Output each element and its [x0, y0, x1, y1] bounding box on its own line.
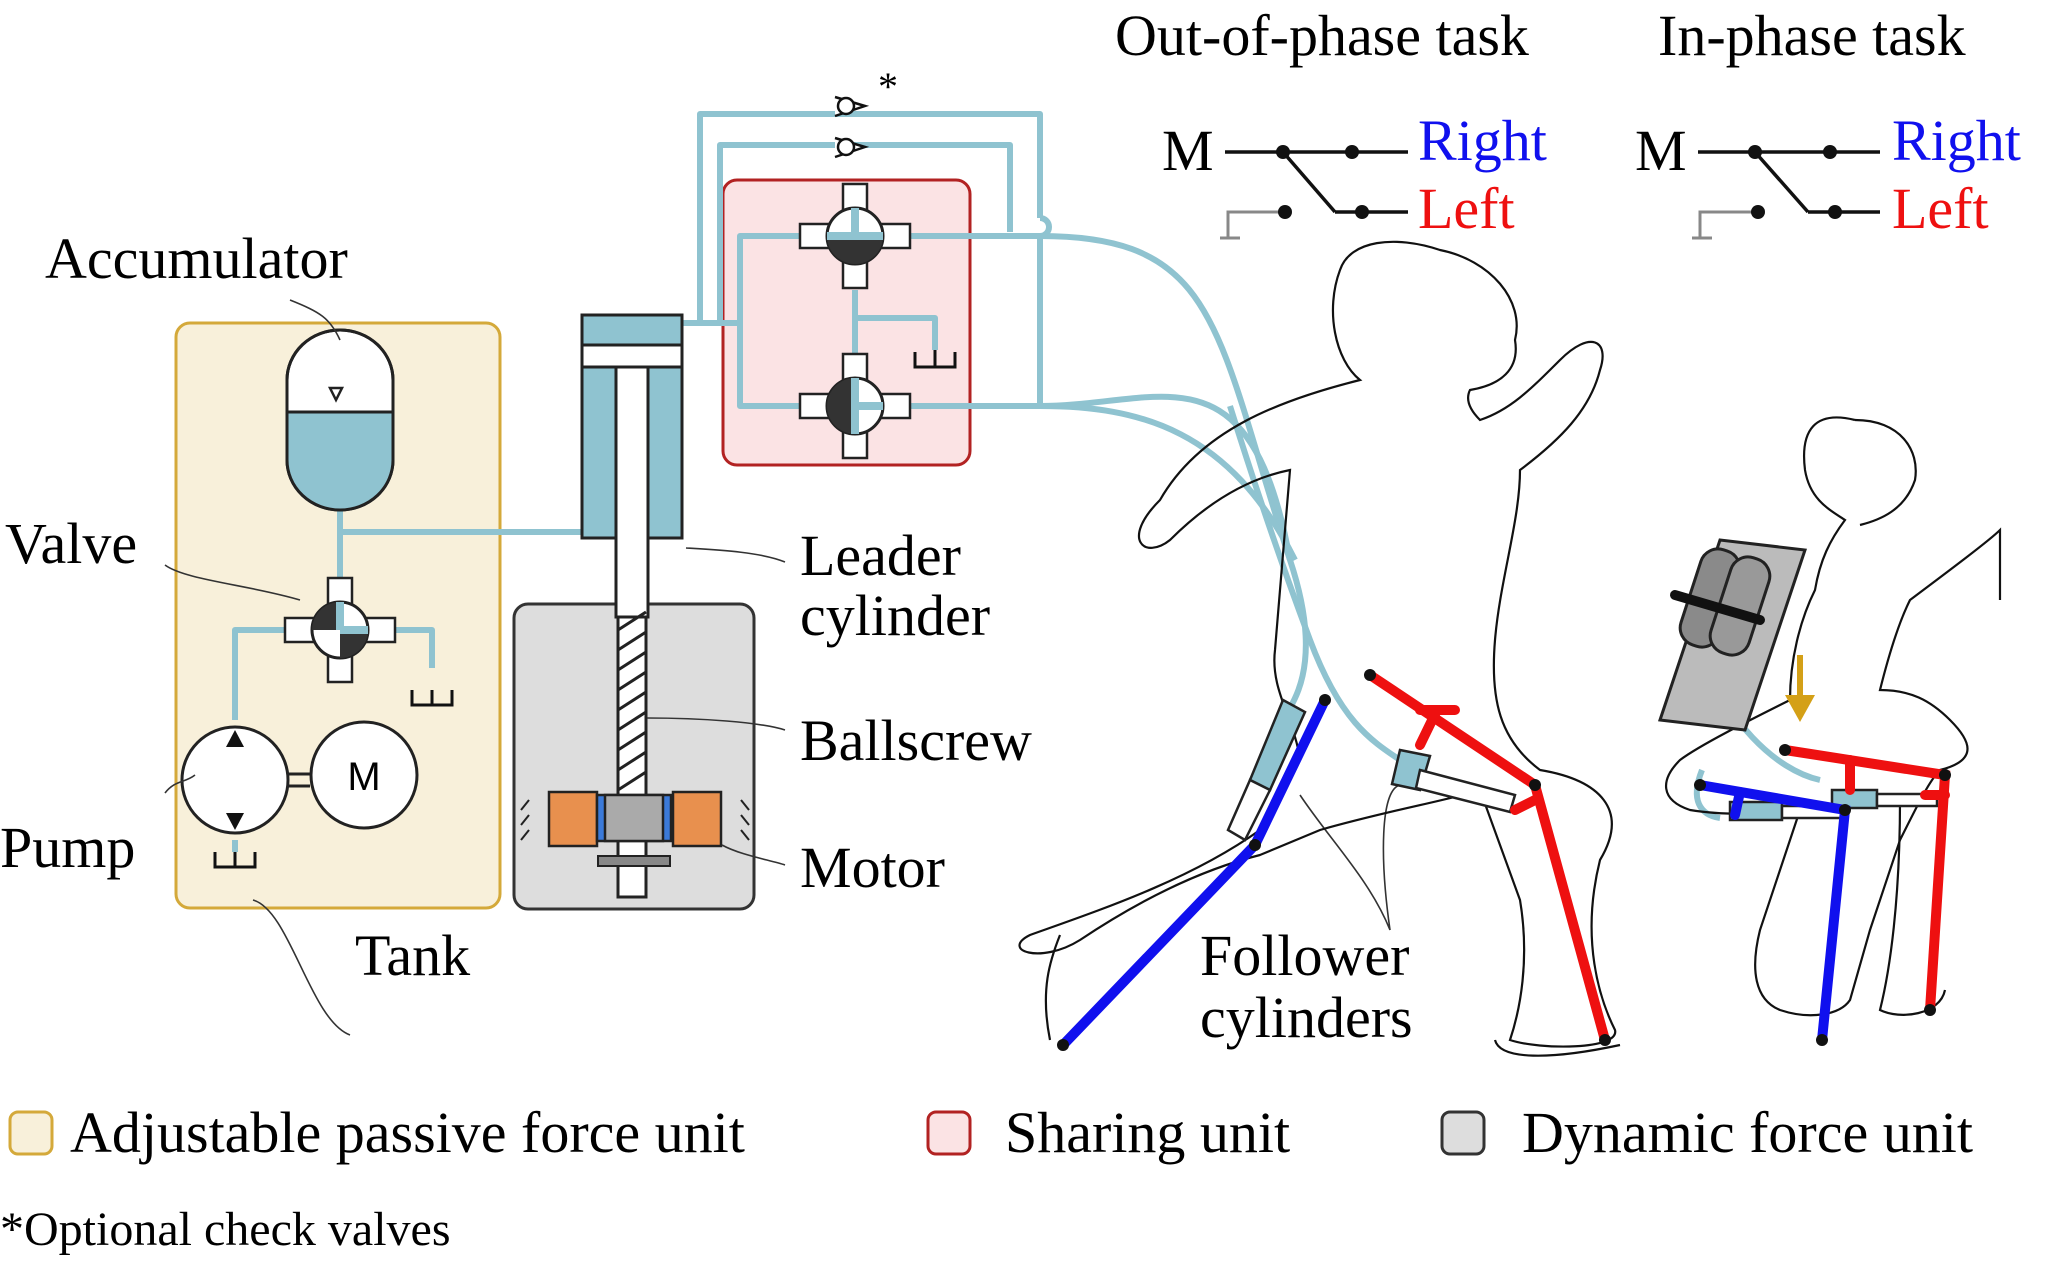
valve-label: Valve [5, 511, 137, 576]
tank-symbols [213, 350, 957, 869]
task-out-of-phase: Out-of-phase task M Right Left [1115, 3, 1547, 241]
pump-motor-icon: M [309, 720, 419, 830]
legend: Adjustable passive force unit Sharing un… [0, 1100, 1973, 1256]
accumulator [285, 328, 395, 512]
ballscrew-label: Ballscrew [800, 708, 1032, 773]
legend-sharing-label: Sharing unit [1005, 1100, 1290, 1165]
follower-label-line1: Follower [1200, 923, 1409, 988]
callout-lines [164, 299, 1401, 1036]
legend-swatch-sharing [926, 1110, 972, 1156]
legend-swatch-passive [8, 1110, 54, 1156]
follower-cylinder-red-lunge [1390, 748, 1517, 814]
follower-cylinder-blue-lunge [1226, 698, 1307, 842]
human-outline-lunge [1018, 240, 1621, 1057]
blue-exo-link-sit [1695, 780, 1851, 1045]
leader-label-line2: cylinder [800, 583, 990, 648]
hydraulic-lines [232, 111, 1821, 852]
out-of-phase-m: M [1162, 118, 1214, 183]
pump-motor-label: M [347, 755, 380, 799]
tank-label: Tank [355, 923, 470, 988]
legend-swatch-dynamic [1440, 1110, 1486, 1156]
motor-label: Motor [800, 835, 945, 900]
out-of-phase-left: Left [1418, 176, 1515, 241]
follower-label-line2: cylinders [1200, 985, 1413, 1050]
in-phase-right: Right [1892, 108, 2021, 173]
joint-dots-lunge [1057, 669, 1611, 1051]
legend-dynamic-label: Dynamic force unit [1522, 1100, 1973, 1165]
pump-label: Pump [0, 815, 135, 880]
ballscrew [616, 610, 648, 899]
legend-passive-label: Adjustable passive force unit [70, 1100, 745, 1165]
passive-valve [283, 576, 397, 684]
in-phase-m: M [1635, 118, 1687, 183]
sharing-valve-bottom [798, 352, 912, 460]
force-arrow-icon [1785, 655, 1815, 722]
dynamic-force-module-worn [1657, 538, 1808, 732]
ballscrew-motor [520, 790, 750, 867]
task-in-phase: In-phase task M Right Left [1635, 3, 2021, 241]
pump [180, 725, 310, 835]
in-phase-left: Left [1892, 176, 1989, 241]
out-of-phase-right: Right [1418, 108, 1547, 173]
out-of-phase-title: Out-of-phase task [1115, 3, 1529, 68]
leader-cylinder [580, 313, 684, 619]
check-valve-asterisk: * [878, 64, 898, 109]
check-valves: * [834, 64, 898, 159]
joint-dots-sit [1694, 744, 1951, 1046]
optional-check-valves-note: *Optional check valves [0, 1203, 451, 1256]
leader-label-line1: Leader [800, 523, 961, 588]
accumulator-label: Accumulator [45, 226, 348, 291]
in-phase-title: In-phase task [1658, 3, 1966, 68]
sharing-valve-top [798, 182, 912, 290]
